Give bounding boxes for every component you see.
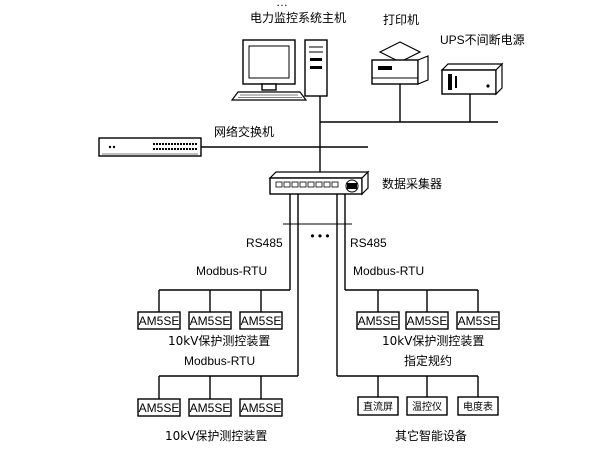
switch-port xyxy=(165,148,167,150)
printer-icon xyxy=(371,41,429,85)
right-rs485-label: RS485 xyxy=(350,236,387,250)
left-group1-device-3: AM5SE xyxy=(239,311,283,330)
collector-port xyxy=(315,181,323,188)
switch-port xyxy=(186,143,188,145)
host-partial-title: … xyxy=(276,0,288,9)
switch-port xyxy=(174,143,176,145)
collector-port xyxy=(323,181,331,188)
collector-port xyxy=(275,181,283,188)
right-protocol-bottom-label: 指定规约 xyxy=(404,353,452,368)
collector-port xyxy=(291,181,299,188)
right-group1-device-1: AM5SE xyxy=(356,311,400,330)
right-group1-caption: 10kV保护测控装置 xyxy=(382,334,484,348)
switch-port xyxy=(195,148,197,150)
svg-text:AM5SE: AM5SE xyxy=(190,401,231,415)
switch-port xyxy=(159,148,161,150)
left-rs485-label: RS485 xyxy=(246,236,283,250)
left-group2-device-3: AM5SE xyxy=(239,398,283,417)
data-collector-icon xyxy=(268,170,370,196)
left-group1-device-1: AM5SE xyxy=(137,311,181,330)
left-group1-caption: 10kV保护测控装置 xyxy=(168,334,270,348)
switch-port xyxy=(195,143,197,145)
switch-label: 网络交换机 xyxy=(214,124,274,139)
switch-port xyxy=(183,143,185,145)
right-group2-caption: 其它智能设备 xyxy=(395,428,467,443)
switch-port xyxy=(180,143,182,145)
collector-port xyxy=(331,181,339,188)
switch-port xyxy=(168,143,170,145)
switch-port xyxy=(189,148,191,150)
switch-port xyxy=(162,148,164,150)
switch-port xyxy=(159,143,161,145)
ellipsis-dots: • • • xyxy=(310,229,329,243)
switch-port xyxy=(162,143,164,145)
right-group1-device-3: AM5SE xyxy=(456,311,500,330)
switch-port xyxy=(189,143,191,145)
right-group2-device-2: 温控仪 xyxy=(406,396,448,416)
svg-text:AM5SE: AM5SE xyxy=(407,314,448,328)
collector-port xyxy=(283,181,291,188)
ups-icon xyxy=(440,62,504,96)
svg-text:AM5SE: AM5SE xyxy=(139,314,180,328)
left-protocol-bottom-label: Modbus-RTU xyxy=(184,354,255,368)
collector-port xyxy=(299,181,307,188)
switch-port xyxy=(192,148,194,150)
network-switch-icon xyxy=(98,137,202,157)
svg-text:AM5SE: AM5SE xyxy=(458,314,499,328)
right-group1-device-2: AM5SE xyxy=(405,311,449,330)
left-protocol-top-label: Modbus-RTU xyxy=(196,264,267,278)
switch-port xyxy=(174,148,176,150)
switch-port xyxy=(177,143,179,145)
svg-text:电度表: 电度表 xyxy=(463,400,493,413)
switch-port xyxy=(192,143,194,145)
switch-port xyxy=(177,148,179,150)
left-group2-device-1: AM5SE xyxy=(137,398,181,417)
left-group2-device-2: AM5SE xyxy=(188,398,232,417)
switch-port xyxy=(183,148,185,150)
ups-label: UPS不间断电源 xyxy=(440,32,525,47)
printer-label: 打印机 xyxy=(383,13,419,27)
switch-port xyxy=(156,143,158,145)
svg-text:温控仪: 温控仪 xyxy=(412,400,442,413)
switch-port xyxy=(180,148,182,150)
collector-label: 数据采集器 xyxy=(382,176,442,191)
switch-port xyxy=(171,143,173,145)
svg-text:AM5SE: AM5SE xyxy=(358,314,399,328)
switch-port xyxy=(156,148,158,150)
svg-text:AM5SE: AM5SE xyxy=(241,314,282,328)
svg-text:AM5SE: AM5SE xyxy=(139,401,180,415)
svg-text:AM5SE: AM5SE xyxy=(190,314,231,328)
switch-port xyxy=(168,148,170,150)
switch-port xyxy=(165,143,167,145)
switch-port xyxy=(171,148,173,150)
left-group2-caption: 10kV保护测控装置 xyxy=(165,429,267,443)
switch-port xyxy=(153,148,155,150)
svg-text:直流屏: 直流屏 xyxy=(363,400,393,413)
right-group2-device-3: 电度表 xyxy=(457,396,499,416)
host-computer-icon xyxy=(230,39,328,101)
collector-port xyxy=(307,181,315,188)
switch-port xyxy=(186,148,188,150)
svg-text:AM5SE: AM5SE xyxy=(241,401,282,415)
right-protocol-top-label: Modbus-RTU xyxy=(353,264,424,278)
right-group2-device-1: 直流屏 xyxy=(357,396,399,416)
left-group1-device-2: AM5SE xyxy=(188,311,232,330)
host-label: 电力监控系统主机 xyxy=(250,11,346,25)
switch-port xyxy=(153,143,155,145)
